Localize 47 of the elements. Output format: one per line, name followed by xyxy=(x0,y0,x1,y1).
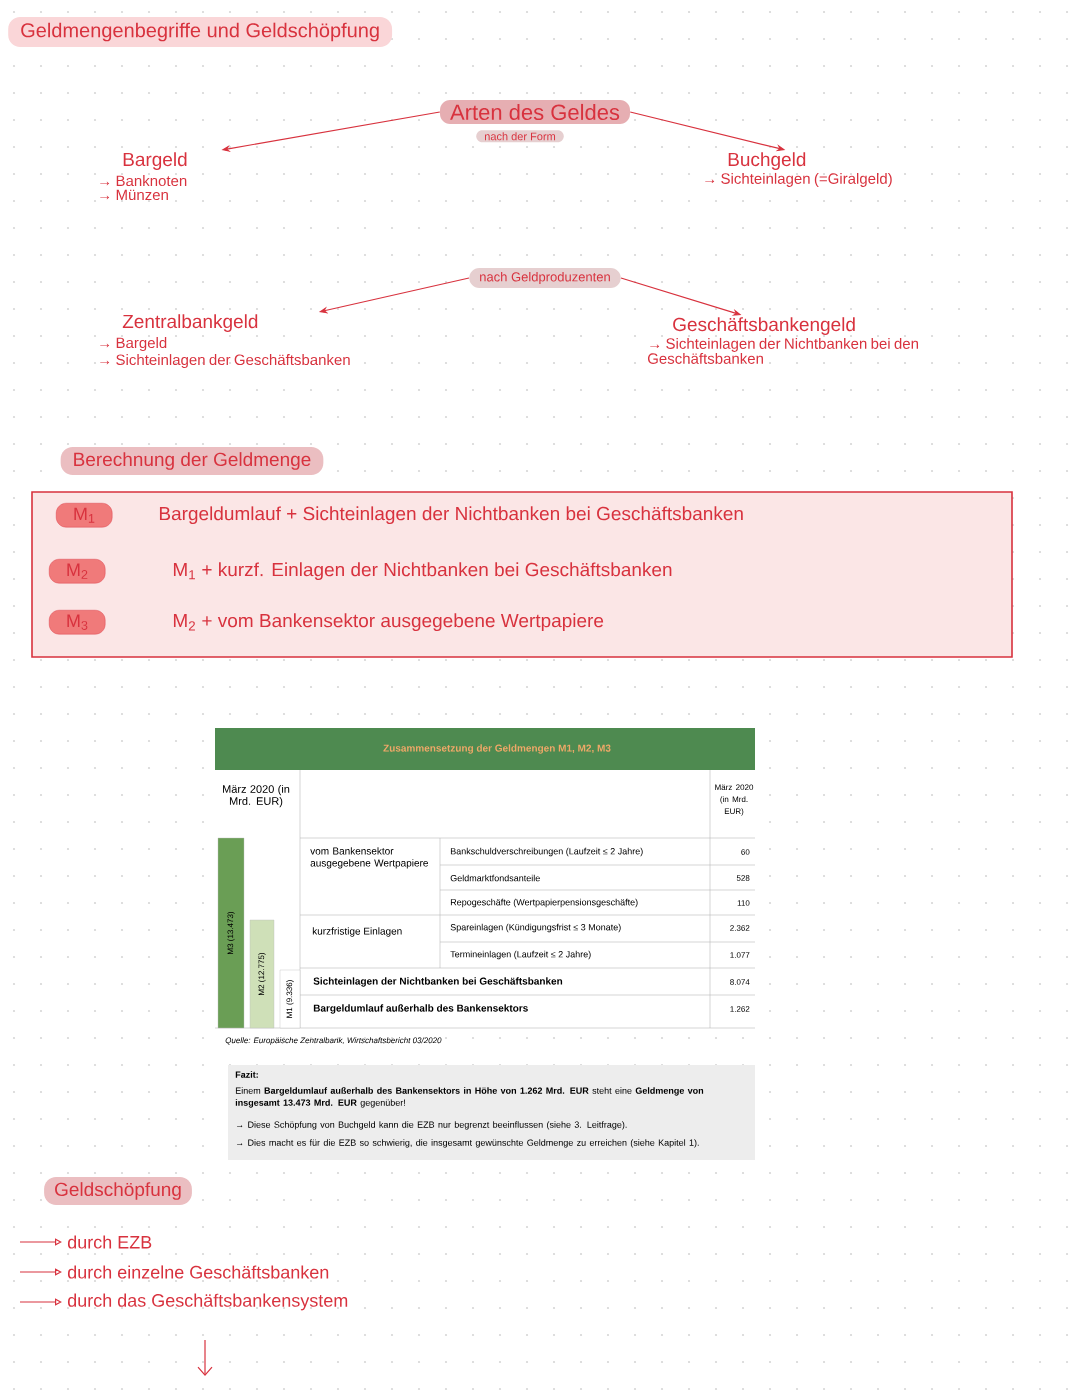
table-cell: März 2020 (in Mrd. EUR) xyxy=(223,784,290,808)
list-item: durch EZB xyxy=(67,1235,152,1249)
title-banner: Geldmengenbegriffe und Geldschöpfung xyxy=(8,17,393,47)
table-cell: Termineinlagen (Laufzeit ≤ 2 Jahre) xyxy=(450,950,591,960)
note-text: Zentralbankgeld → Bargeld → Sichteinlagen der Geschäftsbanken xyxy=(100,314,350,369)
table-cell: 60 xyxy=(741,849,750,855)
summary-heading: Fazit: xyxy=(235,1071,258,1078)
bracket-bar: M3 (13.473) xyxy=(217,837,245,1029)
summary-text: → Dies macht es für die EZB so schwierig, die insgesamt gewünschte Geldmenge zu erreichen (siehe Kapitel 1). xyxy=(237,1139,699,1148)
definition-text: Bargeldumlauf + Sichteinlagen der Nichtbanken bei Geschäftsbanken xyxy=(159,506,743,525)
table-cell: 2.362 xyxy=(730,925,750,931)
table-cell: Repogeschäfte (Wertpapierpensionsgeschäfte) xyxy=(450,898,638,908)
table-cell: kurzfristige Einlagen xyxy=(312,927,402,937)
note-text: Geschäftsbankengeld → Sichteinlagen der Nichtbanken bei den Geschäftsbanken xyxy=(647,317,918,364)
section-heading: Geldschöpfung xyxy=(44,1177,192,1205)
summary-text: → Diese Schöpfung von Buchgeld kann die EZB nur begrenzt beeinflussen (siehe 3. Leitfrage). xyxy=(237,1121,627,1130)
table-cell: Bankschuldverschreibungen (Laufzeit ≤ 2 Jahre) xyxy=(450,847,643,857)
table-cell: Spareinlagen (Kündigungsfrist ≤ 3 Monate) xyxy=(450,923,621,933)
level-pill: M$_{3}$ xyxy=(49,610,106,635)
level-pill: M$_{1}$ xyxy=(56,503,113,528)
note-text: Buchgeld → Sichteinlagen (=Giralgeld) xyxy=(705,152,892,187)
table-cell: 528 xyxy=(736,875,750,881)
definition-box xyxy=(31,491,1013,658)
table-cell: 1.077 xyxy=(730,952,750,958)
level-pill: M$_{2}$ xyxy=(49,559,106,584)
bracket-bar: M1 (9.336) xyxy=(279,969,301,1029)
list-item: durch das Geschäftsbankensystem xyxy=(67,1293,348,1311)
table-cell: 110 xyxy=(737,900,750,906)
list-item: durch einzelne Geschäftsbanken xyxy=(67,1265,329,1279)
definition-text: M$_{1}$ + kurzf. Einlagen der Nichtbanken bei Geschäftsbanken xyxy=(173,562,672,581)
table-cell: Bargeldumlauf außerhalb des Bankensektors xyxy=(313,1004,528,1014)
section-heading: Berechnung der Geldmenge xyxy=(60,447,324,475)
table-cell: 1.262 xyxy=(730,1006,750,1012)
summary-text: Einem Bargeldumlauf außerhalb des Bankensektors in Höhe von 1.262 Mrd. EUR steht eine Geldmenge von insgesamt 13.473 Mrd. EUR gegenüber! xyxy=(235,1087,704,1108)
topic-pill: nach Geldproduzenten xyxy=(469,267,621,289)
table-cell: Geldmarktfondsanteile xyxy=(450,874,540,882)
bracket-bar: M2 (12.775) xyxy=(249,919,275,1029)
topic-pill: Arten des Geldes xyxy=(440,99,630,125)
table-header-band: Zusammensetzung der Geldmengen M1, M2, M3 xyxy=(215,728,755,770)
note-text: Bargeld → Banknoten → Münzen xyxy=(100,152,187,201)
table-cell: vom Bankensektor ausgegebene Wertpapiere xyxy=(310,847,428,869)
source-note: Quelle: Europäische Zentralbank, Wirtschaftsbericht 03/2020 xyxy=(225,1037,442,1045)
definition-text: M$_{2}$ + vom Bankensektor ausgegebene Wertpapiere xyxy=(173,613,604,632)
table-cell: März 2020 (in Mrd. EUR) xyxy=(715,784,754,816)
table-cell: Sichteinlagen der Nichtbanken bei Geschäftsbanken xyxy=(313,977,563,987)
subtopic-pill: nach der Form xyxy=(476,130,564,143)
table-cell: 8.074 xyxy=(730,979,750,985)
